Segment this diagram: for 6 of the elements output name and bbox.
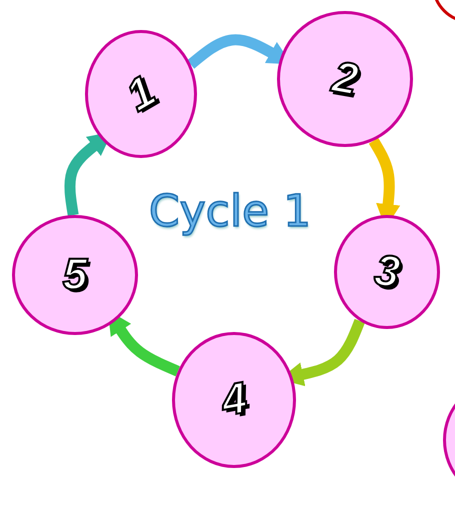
step-number: 2 bbox=[329, 55, 361, 103]
step-number: 1 bbox=[119, 68, 163, 120]
step-number: 3 bbox=[372, 248, 402, 296]
diagram-title: Cycle 1 bbox=[148, 188, 312, 236]
step-number: 5 bbox=[62, 253, 88, 297]
step-number: 4 bbox=[218, 376, 250, 424]
